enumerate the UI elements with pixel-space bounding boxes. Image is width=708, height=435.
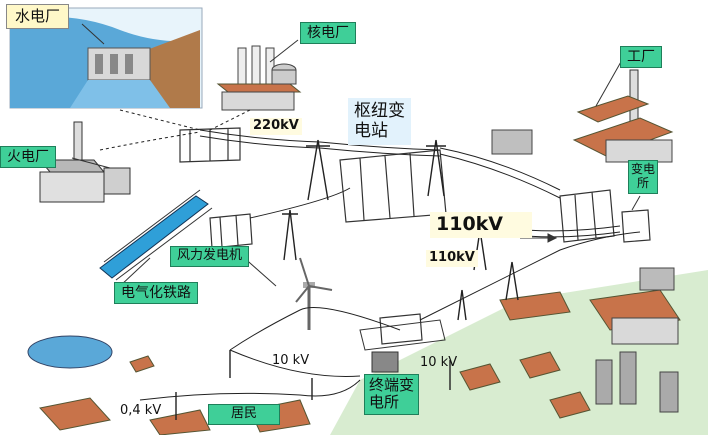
voltage-10kv-right-label: 10 kV: [420, 355, 458, 370]
factory-illustration: [491, 69, 674, 163]
factory-label: 工厂: [620, 46, 662, 69]
voltage-110kv-secondary-label: 110kV: [426, 250, 478, 267]
voltage-04kv-label: 0,4 kV: [120, 403, 162, 418]
railway-illustration: [99, 189, 213, 281]
nuclear-plant-illustration: [216, 45, 302, 111]
wind-turbine-label: 风力发电机: [170, 246, 250, 267]
voltage-110kv-main-label: 110kV: [430, 212, 532, 238]
thermal-plant-label: 火电厂: [0, 146, 56, 169]
terminal-substation-label-line2: 电所: [369, 393, 400, 412]
hydro-plant-label: 水电厂: [6, 4, 70, 30]
town-illustration: [330, 267, 708, 435]
residents-label: 居民: [208, 404, 281, 425]
terminal-substation-label-line1: 终端变: [369, 376, 415, 394]
thermal-plant-illustration: [38, 121, 131, 203]
hub-substation-label-line1: 枢纽变: [354, 101, 405, 121]
voltage-10kv-left-label: 10 kV: [272, 353, 310, 368]
hydro-plant-illustration: [9, 7, 203, 109]
hub-substation-label: 枢纽变 电站: [348, 98, 411, 146]
wind-turbine-illustration: [295, 257, 333, 330]
nuclear-plant-label: 核电厂: [300, 22, 356, 45]
pylons: [175, 139, 519, 420]
railway-label: 电气化铁路: [114, 282, 198, 305]
voltage-220kv-label: 220kV: [250, 118, 302, 135]
terminal-substation-label: 终端变 电所: [364, 374, 420, 415]
hub-substation-label-line2: 电站: [354, 120, 388, 141]
factory-substation-label: 变电所: [628, 160, 658, 194]
